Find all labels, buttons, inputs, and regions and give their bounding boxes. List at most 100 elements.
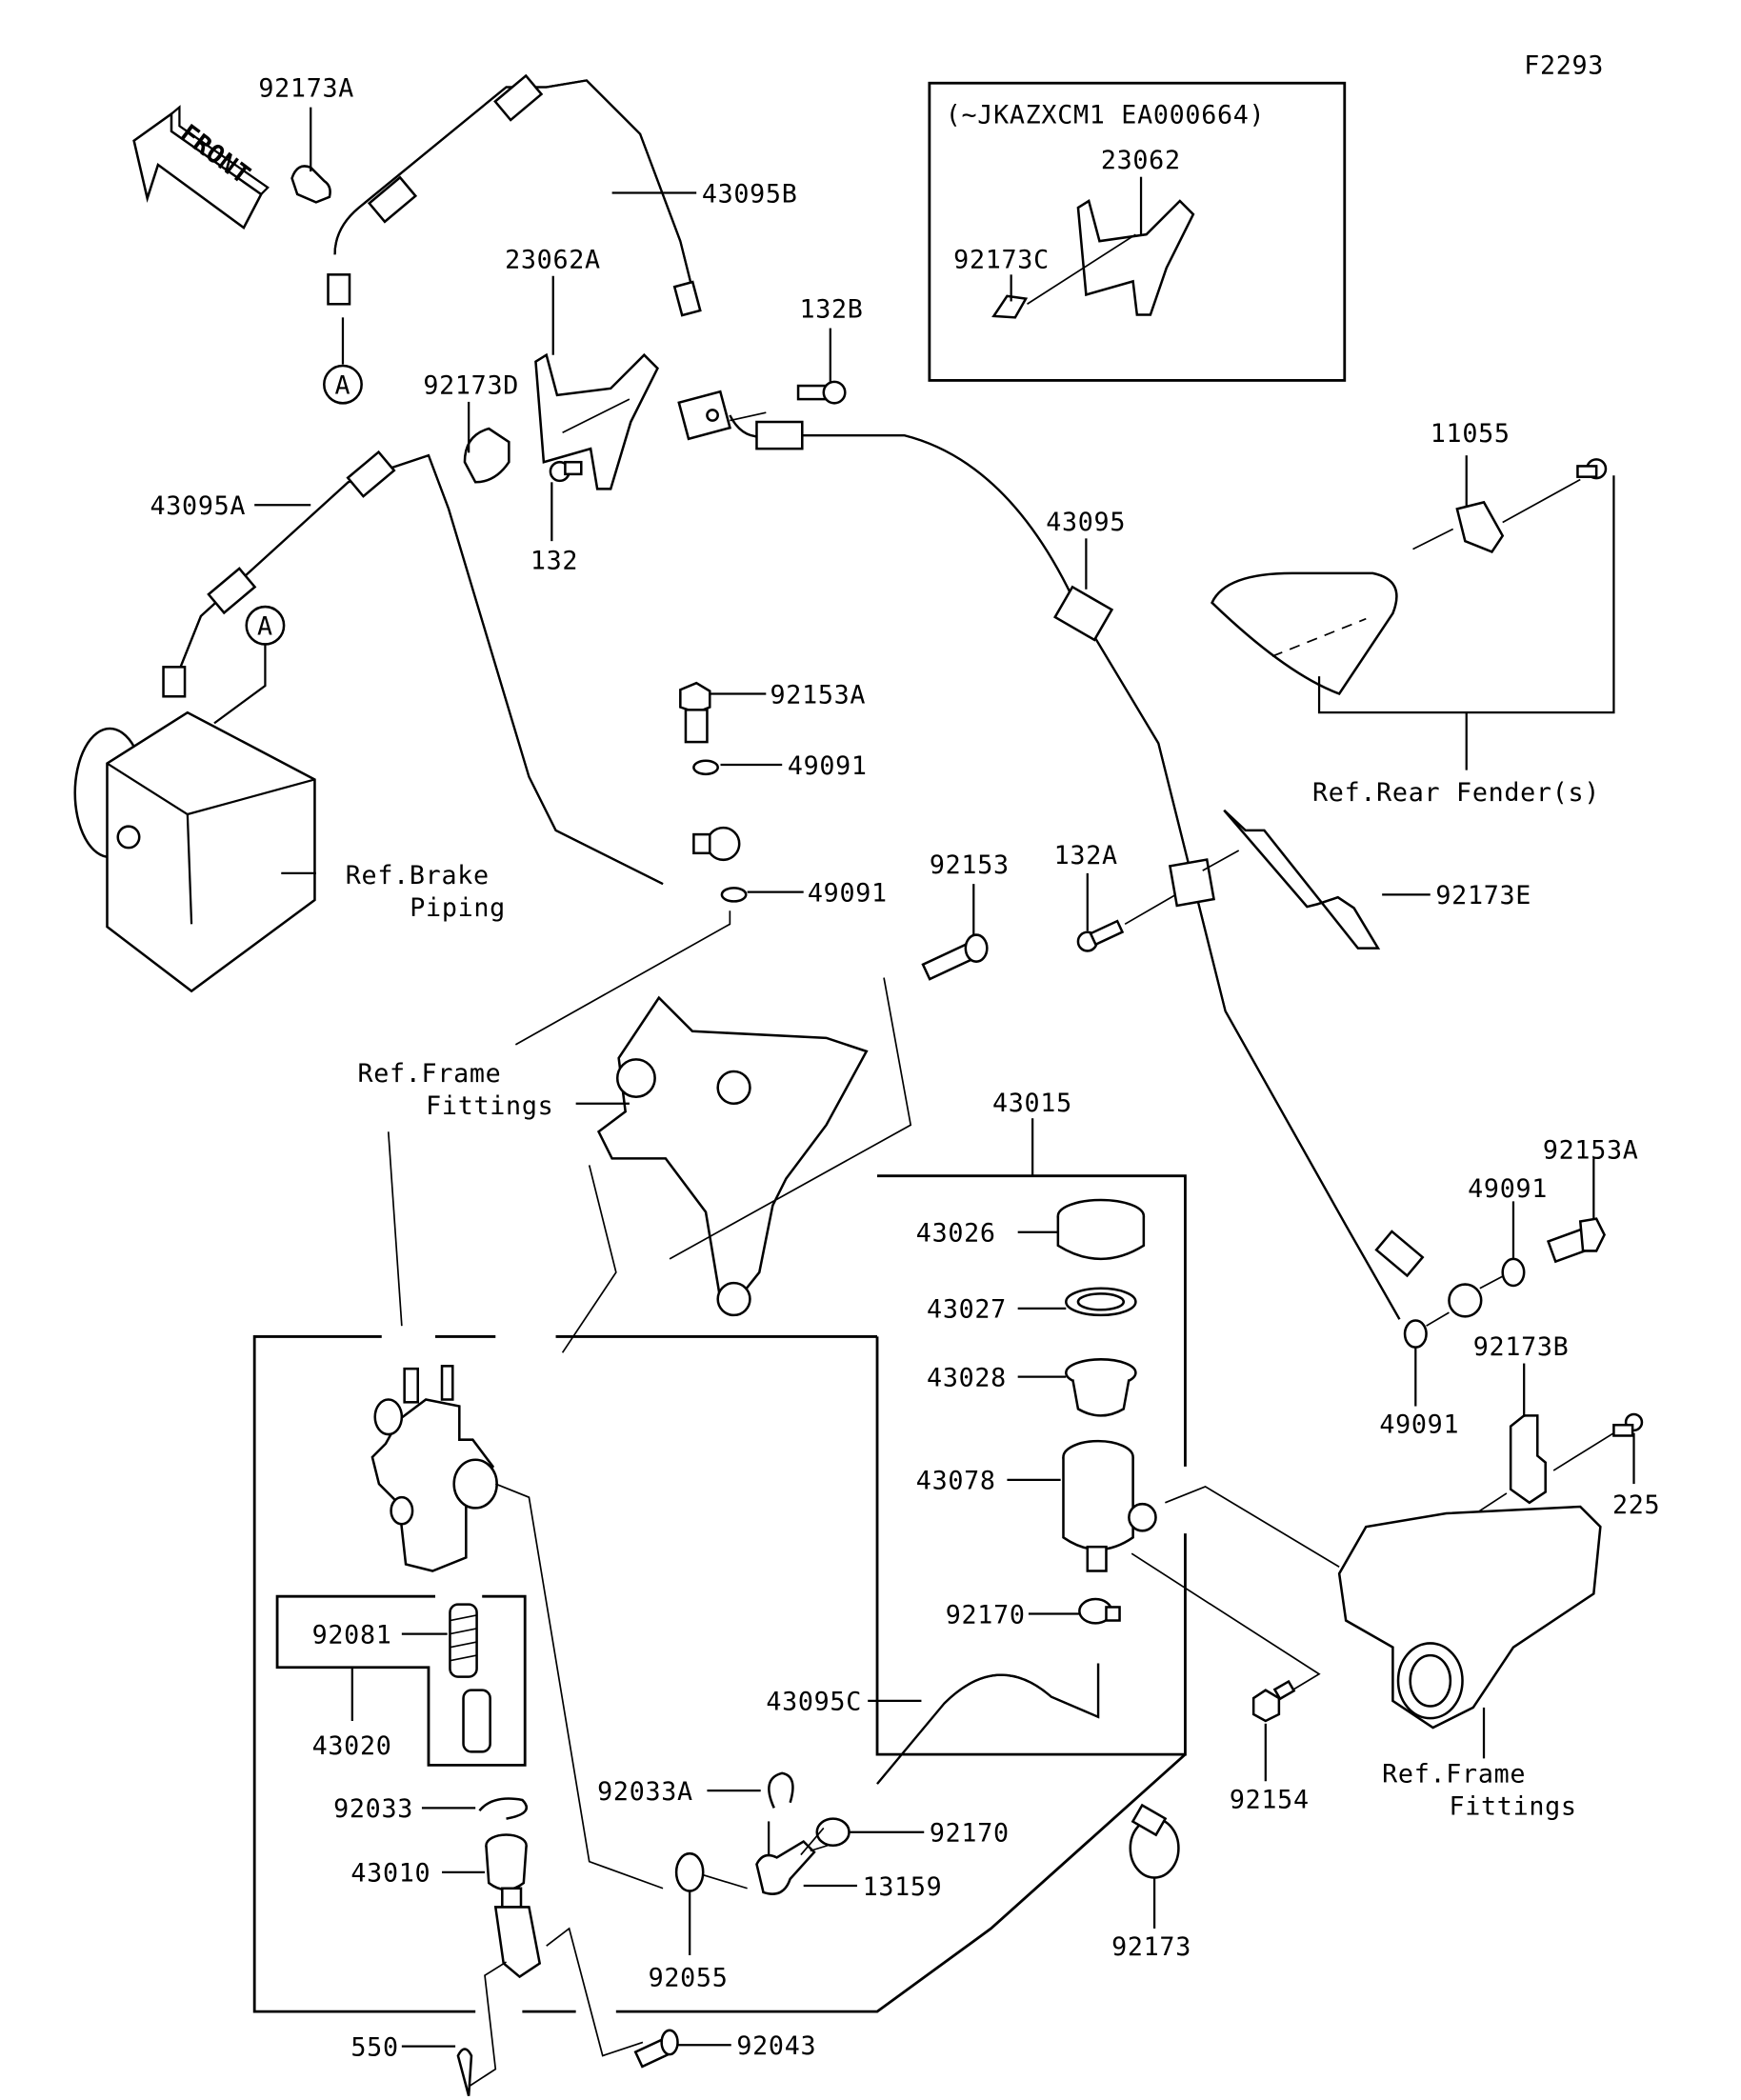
ref-rear-fender: Ref.Rear Fender(s) (1312, 778, 1600, 808)
banjo-fitting-right (1448, 1283, 1483, 1318)
label-13159[interactable]: 13159 (863, 1872, 943, 1902)
ref-frame-fittings-left-line1: Ref.Frame (357, 1059, 501, 1089)
label-92170-top[interactable]: 92170 (946, 1600, 1026, 1630)
part-92173C[interactable]: 92173C (953, 233, 1136, 319)
part-92173[interactable]: 92173 (1111, 1803, 1191, 1962)
label-92173[interactable]: 92173 (1111, 1932, 1191, 1962)
ref-frame-fittings-left-line2: Fittings (426, 1091, 553, 1121)
hose-43095A[interactable]: 43095A (150, 450, 664, 886)
label-92173D[interactable]: 92173D (423, 370, 519, 400)
label-92153A-top[interactable]: 92153A (770, 680, 867, 710)
label-92043[interactable]: 92043 (736, 2031, 816, 2061)
part-92173E[interactable]: 92173E (1202, 809, 1531, 950)
label-92170-bot[interactable]: 92170 (930, 1819, 1010, 1849)
label-23062[interactable]: 23062 (1101, 146, 1181, 175)
part-43078[interactable]: 43078 (916, 1439, 1340, 1695)
label-23062A[interactable]: 23062A (505, 245, 601, 274)
part-92033A[interactable]: 92033A (597, 1771, 794, 1869)
part-13159[interactable]: 13159 (755, 1827, 943, 1902)
pedal-bracket: Ref.Frame Fittings (357, 910, 912, 1353)
part-92154[interactable]: 92154 (1230, 1679, 1310, 1815)
label-92173B[interactable]: 92173B (1473, 1332, 1570, 1362)
label-92055[interactable]: 92055 (649, 1963, 729, 1992)
label-43026[interactable]: 43026 (916, 1219, 996, 1249)
part-92153[interactable]: 92153 (921, 850, 1010, 981)
label-225[interactable]: 225 (1612, 1490, 1660, 1520)
part-92170-top[interactable]: 92170 (946, 1597, 1121, 1630)
rear-fender: Ref.Rear Fender(s) (1211, 475, 1615, 808)
part-43020-group[interactable]: 43020 (275, 1594, 527, 1767)
hose-43095C[interactable]: 43095C (766, 1663, 1100, 1785)
part-23062A[interactable]: 23062A (505, 245, 659, 490)
label-550[interactable]: 550 (350, 2033, 398, 2063)
part-132A[interactable]: 132A (1054, 841, 1177, 952)
label-49091-top[interactable]: 49091 (788, 751, 868, 781)
label-92173A[interactable]: 92173A (258, 73, 354, 103)
connector-ref-label: A (335, 370, 351, 400)
label-43095A[interactable]: 43095A (150, 491, 246, 521)
connector-ref-a-top: A (323, 317, 363, 405)
label-11055[interactable]: 11055 (1431, 419, 1511, 449)
part-11055[interactable]: 11055 (1431, 419, 1608, 553)
label-43078[interactable]: 43078 (916, 1467, 996, 1496)
master-cylinder-body (370, 1365, 664, 1890)
label-92033A[interactable]: 92033A (597, 1777, 693, 1807)
part-92170-bot[interactable]: 92170 (815, 1817, 1010, 1849)
connector-ref-a-lower: A (213, 605, 286, 725)
part-49091-top[interactable]: 49091 (692, 751, 868, 781)
label-92033[interactable]: 92033 (333, 1794, 413, 1824)
reservoir-assembly-box: 43015 (252, 1089, 1187, 2013)
label-132[interactable]: 132 (530, 547, 578, 576)
part-550[interactable]: 550 (350, 2033, 473, 2097)
part-43028[interactable]: 43028 (927, 1358, 1137, 1417)
part-92153A-right[interactable]: 92153A (1543, 1135, 1639, 1264)
label-43028[interactable]: 43028 (927, 1363, 1007, 1392)
part-43010[interactable]: 43010 (350, 1833, 644, 2088)
label-43095B[interactable]: 43095B (702, 179, 798, 209)
label-92153A-right[interactable]: 92153A (1543, 1135, 1639, 1165)
frame-fitting-right: Ref.Frame Fittings (1337, 1505, 1602, 1821)
part-92081[interactable]: 92081 (312, 1603, 478, 1678)
label-49091-right-bot[interactable]: 49091 (1379, 1410, 1459, 1440)
banjo-fitting (692, 826, 741, 862)
part-92033[interactable]: 92033 (333, 1794, 528, 1824)
label-92154[interactable]: 92154 (1230, 1785, 1310, 1814)
label-92081[interactable]: 92081 (312, 1620, 392, 1650)
label-92173C[interactable]: 92173C (953, 245, 1050, 274)
label-43095C[interactable]: 43095C (766, 1688, 862, 1717)
label-132B[interactable]: 132B (799, 294, 863, 324)
part-92173B[interactable]: 92173B (1413, 1332, 1570, 1554)
part-92173A[interactable]: 92173A (258, 73, 354, 204)
label-43020[interactable]: 43020 (312, 1731, 392, 1761)
hose-43095B[interactable]: 43095B (327, 73, 798, 317)
part-225[interactable]: 225 (1552, 1412, 1660, 1520)
part-92055[interactable]: 92055 (649, 1851, 748, 1992)
label-43010[interactable]: 43010 (350, 1859, 430, 1889)
part-43026[interactable]: 43026 (916, 1198, 1146, 1261)
ref-frame-fittings-right-line1: Ref.Frame (1382, 1760, 1526, 1790)
part-132[interactable]: 132 (530, 460, 583, 576)
part-43027[interactable]: 43027 (927, 1287, 1137, 1325)
label-92173E[interactable]: 92173E (1435, 881, 1531, 910)
part-92173D[interactable]: 92173D (423, 370, 519, 484)
inset-label: (~JKAZXCM1 EA000664) (946, 100, 1266, 130)
label-43095[interactable]: 43095 (1046, 508, 1126, 537)
label-49091-mid[interactable]: 49091 (808, 878, 888, 908)
part-92043[interactable]: 92043 (633, 2029, 816, 2069)
part-23062[interactable]: 23062 (1076, 146, 1195, 316)
connector-ref-label: A (257, 612, 273, 642)
label-43015[interactable]: 43015 (992, 1089, 1072, 1118)
part-49091-mid[interactable]: 49091 (720, 878, 888, 908)
label-132A[interactable]: 132A (1054, 841, 1118, 870)
part-132B[interactable]: 132B (796, 294, 864, 405)
label-92153[interactable]: 92153 (930, 850, 1010, 880)
part-49091-right-top[interactable]: 49091 (1468, 1174, 1548, 1290)
label-43027[interactable]: 43027 (927, 1295, 1007, 1325)
part-92153A-top[interactable]: 92153A (679, 680, 867, 744)
part-49091-right-bot[interactable]: 49091 (1379, 1311, 1459, 1440)
ref-brake-piping-line2: Piping (410, 893, 506, 923)
inset-box: (~JKAZXCM1 EA000664) 23062 92173C (928, 81, 1347, 382)
hose-43095[interactable]: 43095 (729, 414, 1425, 1320)
label-49091-right-top[interactable]: 49091 (1468, 1174, 1548, 1204)
figure-code: F2293 (1524, 50, 1604, 80)
